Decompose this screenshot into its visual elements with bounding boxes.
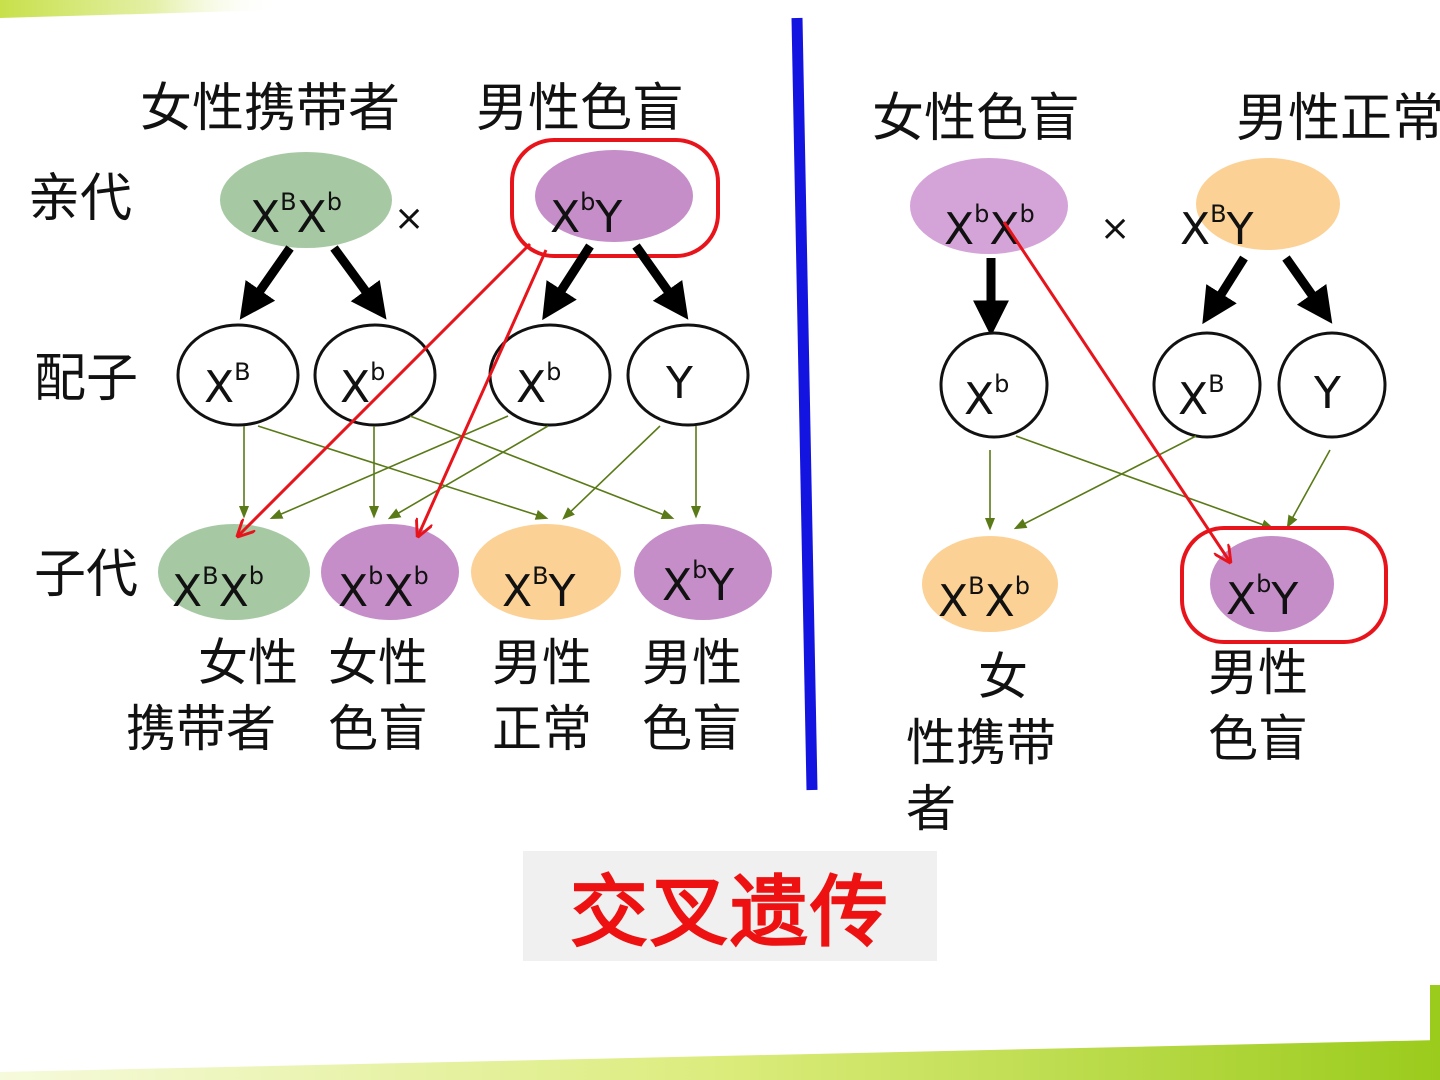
right-offspring-1-genotype: XBXb xyxy=(938,572,1030,627)
left-offspring-2-genotype: XbXb xyxy=(338,562,429,617)
left-offspring-4-genotype: XbY xyxy=(662,556,734,611)
left-offspring-3-label-line2: 正常 xyxy=(492,700,592,758)
left-gamete-1-label: XB xyxy=(204,358,251,413)
bottom-decor-band xyxy=(0,1040,1440,1080)
left-offspring-4-ellipse xyxy=(634,524,772,620)
right-cross-line xyxy=(1013,435,1197,530)
title-box: 交叉遗传 xyxy=(523,851,937,961)
right-gamete-3-label: Y xyxy=(1313,368,1341,419)
right-arrow-male-1 xyxy=(1202,255,1248,325)
left-arrow-female-2 xyxy=(330,245,387,320)
left-parent-male-genotype: XbY xyxy=(550,188,622,243)
left-offspring-1-label-line1: 女性 xyxy=(198,634,298,692)
right-offspring-2-label-line1: 男性 xyxy=(1208,644,1308,702)
left-gamete-3-label: Xb xyxy=(516,358,561,413)
right-offspring-2-genotype: XbY xyxy=(1226,570,1298,625)
right-edge-decor xyxy=(1430,985,1440,1045)
left-offspring-2-label-line1: 女性 xyxy=(328,634,428,692)
right-parent-female-ellipse xyxy=(910,158,1068,254)
left-arrow-male-2 xyxy=(632,243,689,320)
right-gamete-1-label: Xb xyxy=(964,370,1009,425)
left-gamete-4-circle xyxy=(626,323,750,427)
right-offspring-1-label-line2: 性携带 xyxy=(906,714,1056,772)
left-cross-line xyxy=(257,425,549,520)
right-cross-line xyxy=(1015,435,1275,530)
right-panel: 女性色盲 男性正常 XbXb × XBY Xb XB Y XBXb XbY 女 … xyxy=(872,89,1440,838)
top-decor-band xyxy=(0,0,620,18)
left-cross-line xyxy=(269,415,509,520)
left-cross-line xyxy=(409,415,675,520)
left-red-arrow-1 xyxy=(238,242,532,536)
right-offspring-2-ellipse xyxy=(1210,536,1334,632)
right-parent-male-ellipse xyxy=(1196,158,1340,250)
right-offspring-1-ellipse xyxy=(922,536,1058,632)
right-offspring-1-label-line1: 女 xyxy=(978,648,1028,706)
left-offspring-2-label-line2: 色盲 xyxy=(328,700,428,758)
left-offspring-3-label-line1: 男性 xyxy=(492,634,592,692)
left-offspring-3-genotype: XBY xyxy=(502,562,576,617)
left-gamete-2-label: Xb xyxy=(340,358,385,413)
left-offspring-4-label-line2: 色盲 xyxy=(642,700,742,758)
right-cross-line xyxy=(1286,449,1331,529)
divider-line xyxy=(791,17,818,791)
left-parent-male-ellipse xyxy=(535,150,693,242)
right-parent-male-genotype: XBY xyxy=(1180,200,1254,255)
left-gamete-1-circle xyxy=(176,323,300,427)
row-label-gamete: 配子 xyxy=(34,349,138,409)
row-label-offspring: 子代 xyxy=(34,545,138,605)
left-highlight-box xyxy=(510,138,720,258)
left-offspring-1-genotype: XBXb xyxy=(172,562,264,617)
left-offspring-1-label-line2: 携带者 xyxy=(126,700,276,758)
right-arrow-male-2 xyxy=(1282,255,1333,324)
right-highlight-box xyxy=(1180,526,1388,644)
left-cross-symbol: × xyxy=(394,198,424,239)
right-parent-female-label: 女性色盲 xyxy=(872,89,1080,149)
left-arrow-male-1 xyxy=(542,243,594,321)
left-cross-line xyxy=(387,425,549,520)
row-label-parent: 亲代 xyxy=(28,169,132,229)
right-gamete-2-label: XB xyxy=(1178,370,1225,425)
left-parent-female-genotype: XBXb xyxy=(250,188,342,243)
left-offspring-4-label-line1: 男性 xyxy=(642,634,742,692)
right-red-arrow xyxy=(1002,221,1230,562)
left-cross-line xyxy=(562,425,661,520)
left-offspring-2-ellipse xyxy=(321,524,459,620)
right-offspring-1-label-line3: 者 xyxy=(906,780,956,838)
right-parent-male-label: 男性正常 xyxy=(1236,89,1440,149)
left-parent-male-label: 男性色盲 xyxy=(476,79,684,139)
right-gamete-1-circle xyxy=(939,331,1049,439)
left-gamete-2-circle xyxy=(313,323,437,427)
right-offspring-2-label-line2: 色盲 xyxy=(1208,710,1308,768)
left-offspring-1-ellipse xyxy=(158,524,310,620)
left-panel: 女性携带者 男性色盲 亲代 配子 子代 XBXb × XbY XB Xb Xb … xyxy=(28,79,772,758)
left-parent-female-label: 女性携带者 xyxy=(140,79,400,139)
right-gamete-3-circle xyxy=(1277,331,1387,439)
left-offspring-3-ellipse xyxy=(471,524,621,620)
slide-title: 交叉遗传 xyxy=(569,868,890,958)
left-red-arrow-2 xyxy=(418,249,548,536)
left-arrow-female-1 xyxy=(239,245,294,320)
left-parent-female-ellipse xyxy=(220,152,392,248)
right-parent-female-genotype: XbXb xyxy=(944,200,1035,255)
left-gamete-4-label: Y xyxy=(665,358,693,409)
right-gamete-2-circle xyxy=(1152,331,1262,439)
right-cross-symbol: × xyxy=(1100,208,1130,249)
